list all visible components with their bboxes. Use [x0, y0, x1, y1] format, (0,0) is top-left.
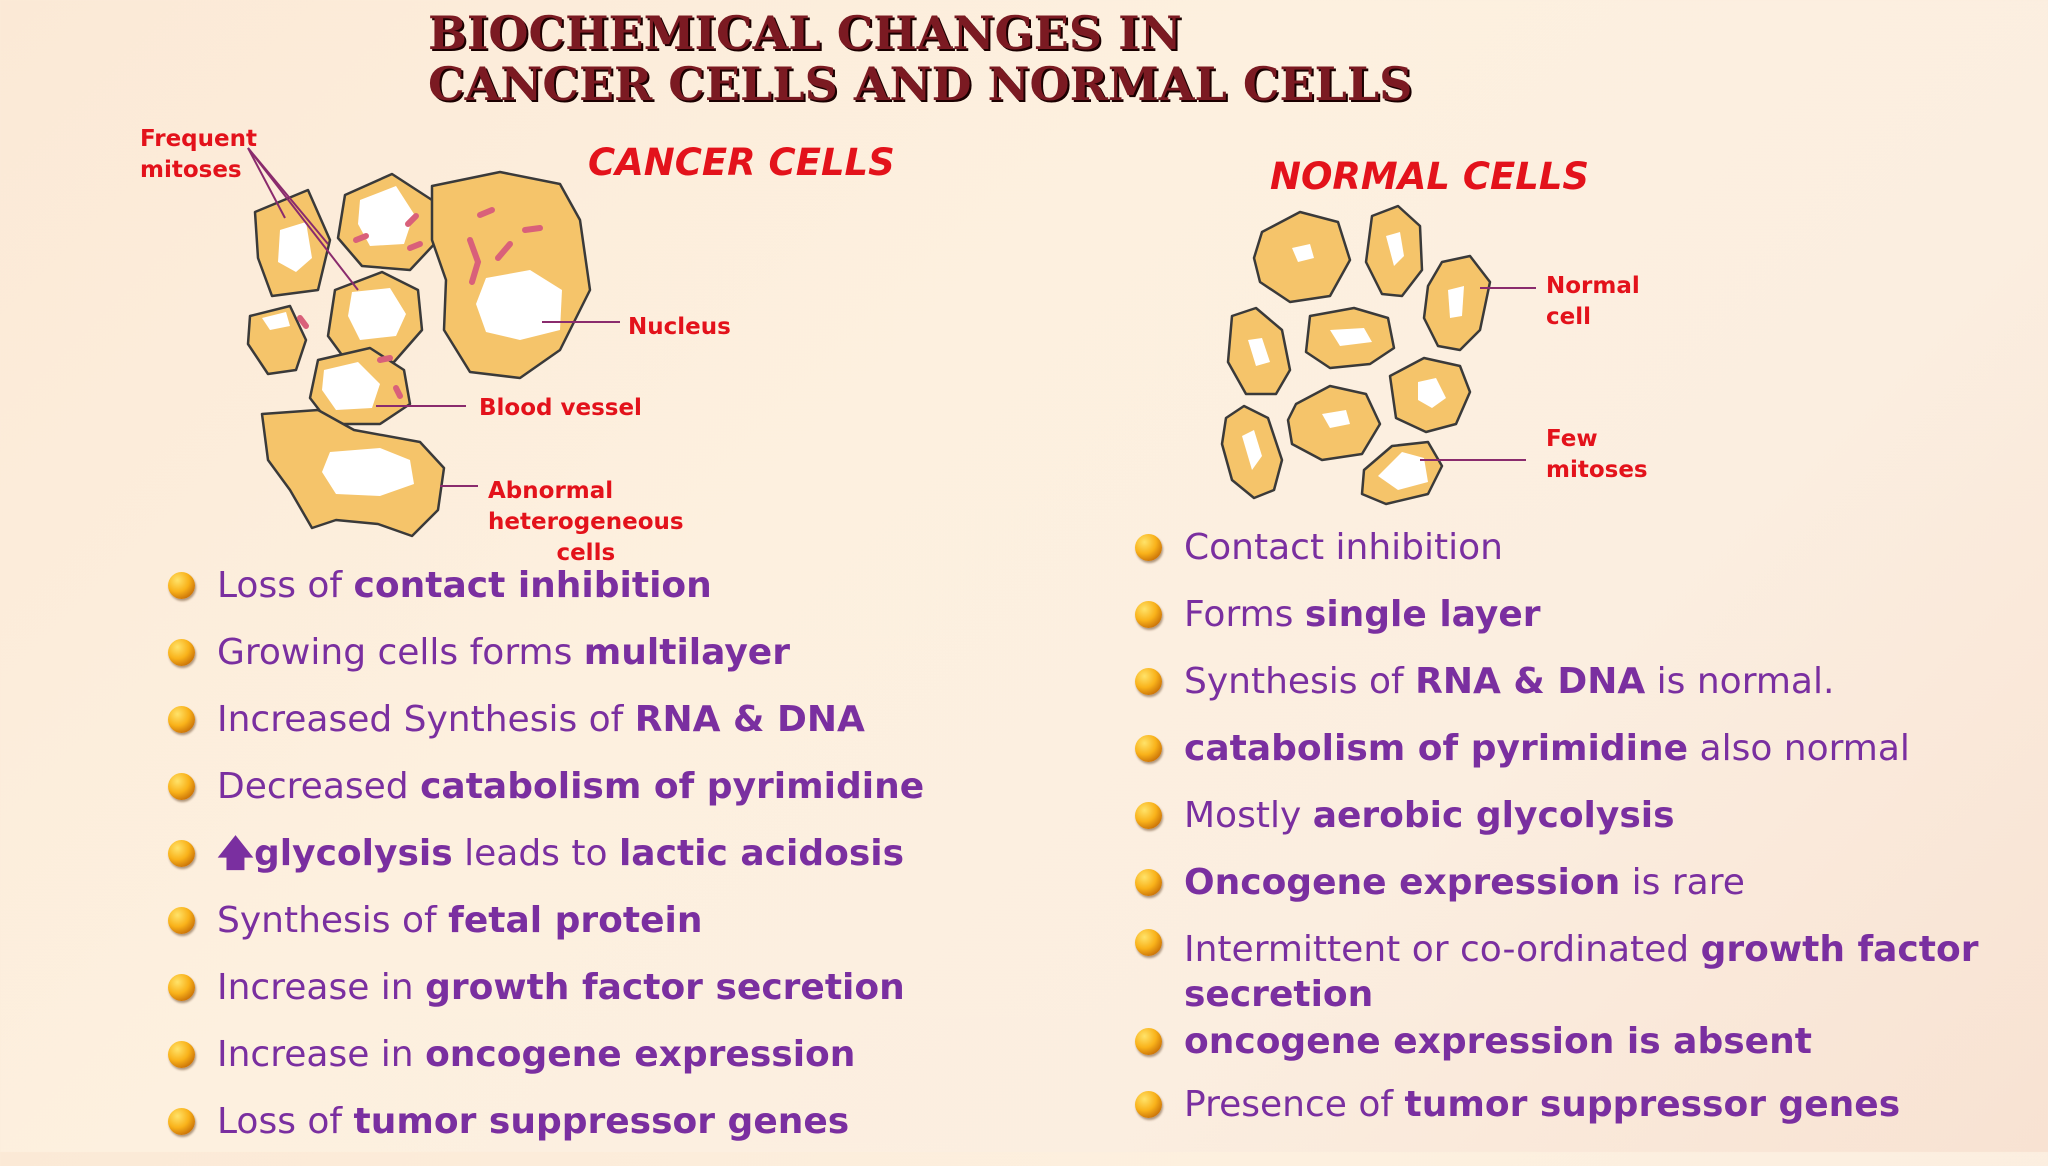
arrow-up-icon: 🡅 — [217, 833, 255, 874]
bullet-icon — [1135, 869, 1162, 896]
list-item: Presence of tumor suppressor genes — [1135, 1082, 2035, 1149]
label-abnormal-line-3: cells — [556, 540, 616, 566]
cancer-nucleus — [262, 312, 290, 330]
normal-cells-heading: NORMAL CELLS — [1270, 155, 1590, 198]
bullet-icon — [1135, 929, 1162, 956]
list-item: Synthesis of RNA & DNA is normal. — [1135, 659, 2035, 726]
cancer-leader-lines — [247, 147, 620, 487]
cancer-nucleus — [476, 270, 562, 340]
label-frequent-mitoses-line-1: Frequent — [140, 126, 257, 152]
bullet-icon — [168, 639, 195, 666]
title-line-1: BIOCHEMICAL CHANGES IN — [428, 6, 1182, 60]
cancer-cells-list: Loss of contact inhibition Growing cells… — [168, 563, 988, 1166]
cancer-nucleus — [322, 362, 380, 410]
cancer-nucleus — [358, 186, 414, 246]
blood-vessels — [297, 207, 543, 399]
bullet-icon — [1135, 601, 1162, 628]
label-abnormal-line-1: Abnormal — [488, 478, 614, 504]
list-item: Increased Synthesis of RNA & DNA — [168, 697, 988, 764]
label-normal-cell: Normal cell — [1546, 271, 1640, 333]
bullet-icon — [1135, 802, 1162, 829]
title-line-2: CANCER CELLS AND NORMAL CELLS — [428, 57, 1413, 111]
cancer-cells-heading: CANCER CELLS — [588, 141, 895, 184]
label-blood-vessel: Blood vessel — [479, 395, 642, 421]
list-item: Loss of contact inhibition — [168, 563, 988, 630]
list-item: 🡅glycolysis leads to lactic acidosis — [168, 831, 988, 898]
cancer-nucleus — [278, 222, 312, 272]
cancer-nucleus — [348, 288, 406, 340]
label-frequent-mitoses-line-2: mitoses — [140, 157, 242, 183]
bullet-icon — [1135, 534, 1162, 561]
cancer-cell — [246, 304, 308, 376]
bullet-icon — [168, 840, 195, 867]
label-normal-cell-line-2: cell — [1546, 304, 1592, 330]
bullet-icon — [1135, 1091, 1162, 1118]
bullet-icon — [1135, 668, 1162, 695]
list-item: Growing cells forms multilayer — [168, 630, 988, 697]
label-nucleus: Nucleus — [628, 314, 731, 340]
list-item: Increase in growth factor secretion — [168, 965, 988, 1032]
list-item: Decreased catabolism of pyrimidine — [168, 764, 988, 831]
list-item: oncogene expression is absent — [1135, 1019, 2035, 1082]
label-normal-cell-line-1: Normal — [1546, 273, 1640, 299]
label-few-mitoses: Few mitoses — [1546, 424, 1648, 486]
label-few-mitoses-line-2: mitoses — [1546, 457, 1648, 483]
list-item: Forms single layer — [1135, 592, 2035, 659]
list-item: catabolism of pyrimidine also normal — [1135, 726, 2035, 793]
list-item: Oncogene expression is rare — [1135, 860, 2035, 927]
normal-cells-list: Contact inhibition Forms single layer Sy… — [1135, 525, 2035, 1149]
bullet-icon — [1135, 735, 1162, 762]
list-item: Increase in oncogene expression — [168, 1032, 988, 1099]
list-item: Intermittent or co-ordinated growth fact… — [1135, 927, 1984, 1019]
cancer-cells-diagram — [246, 170, 592, 538]
list-item: Loss of tumor suppressor genes — [168, 1099, 988, 1166]
normal-nuclei — [1242, 232, 1464, 490]
bullet-icon — [168, 1108, 195, 1135]
cancer-nucleus — [322, 448, 414, 496]
label-frequent-mitoses: Frequent mitoses — [140, 124, 257, 186]
slide-title: BIOCHEMICAL CHANGES IN CANCER CELLS AND … — [428, 8, 1412, 110]
bullet-icon — [168, 572, 195, 599]
bullet-icon — [168, 1041, 195, 1068]
bullet-icon — [168, 907, 195, 934]
bullet-icon — [168, 974, 195, 1001]
bullet-icon — [168, 706, 195, 733]
bullet-icon — [168, 773, 195, 800]
label-abnormal-cells: Abnormal heterogeneous cells — [488, 476, 684, 569]
label-abnormal-line-2: heterogeneous — [488, 509, 684, 535]
bullet-icon — [1135, 1028, 1162, 1055]
list-item: Synthesis of fetal protein — [168, 898, 988, 965]
list-item: Mostly aerobic glycolysis — [1135, 793, 2035, 860]
normal-leader-lines — [1420, 287, 1536, 461]
label-few-mitoses-line-1: Few — [1546, 426, 1598, 452]
list-item: Contact inhibition — [1135, 525, 2035, 592]
